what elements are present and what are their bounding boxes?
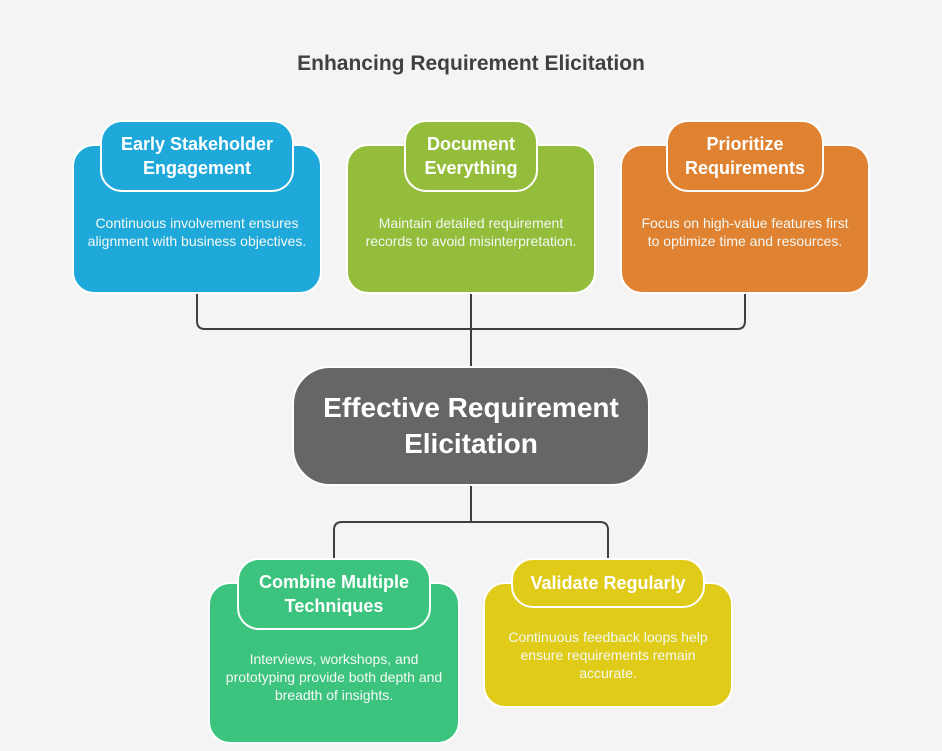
card-title-combine-multiple-techniques: Combine Multiple Techniques <box>237 558 431 630</box>
diagram-title: Enhancing Requirement Elicitation <box>297 52 645 75</box>
card-title: Prioritize Requirements <box>684 134 806 178</box>
connector-top <box>196 292 746 366</box>
card-title: Validate Regularly <box>530 573 686 593</box>
card-title: Early Stakeholder Engagement <box>120 134 274 178</box>
card-title-validate-regularly: Validate Regularly <box>511 558 705 608</box>
card-description: Interviews, workshops, and prototyping p… <box>225 651 443 703</box>
card-title: Combine Multiple Techniques <box>259 572 409 616</box>
card-title-early-stakeholder-engagement: Early Stakeholder Engagement <box>100 120 294 192</box>
card-description: Focus on high-value features first to op… <box>641 215 849 249</box>
card-title-prioritize-requirements: Prioritize Requirements <box>666 120 824 192</box>
card-title-document-everything: Document Everything <box>404 120 538 192</box>
card-description: Maintain detailed requirement records to… <box>365 215 577 249</box>
card-prioritize-requirements: Focus on high-value features first to op… <box>620 144 870 294</box>
central-node: Effective Requirement Elicitation <box>292 366 650 486</box>
card-title: Document Everything <box>424 134 518 178</box>
central-node-label: Effective Requirement Elicitation <box>323 392 619 459</box>
card-description: Continuous feedback loops help ensure re… <box>508 629 708 681</box>
card-description: Continuous involvement ensures alignment… <box>87 215 307 249</box>
connector-bottom <box>333 486 609 560</box>
